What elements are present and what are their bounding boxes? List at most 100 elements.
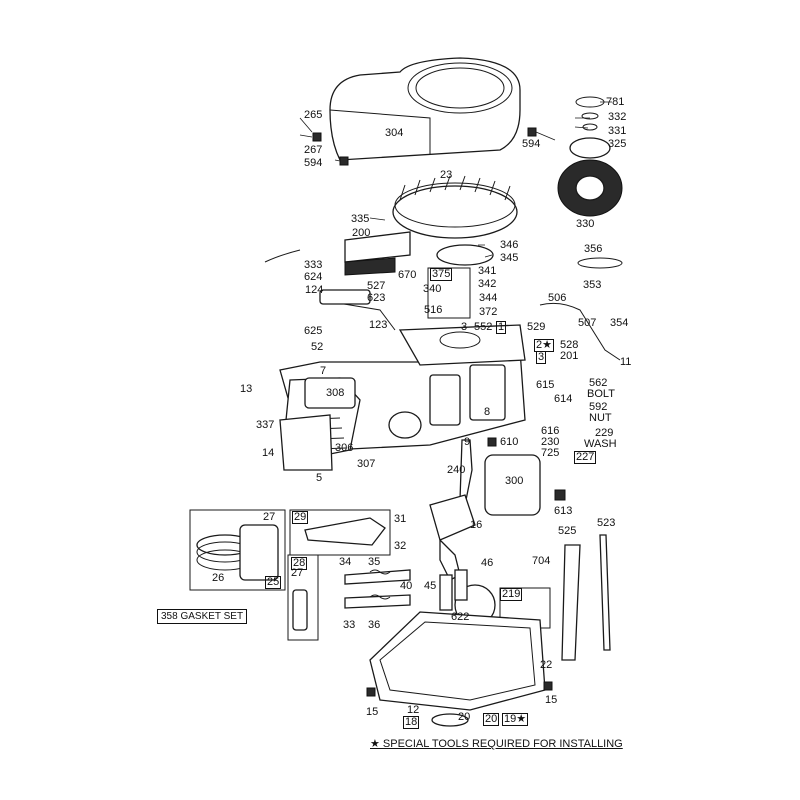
part-label-wash: WASH [584, 438, 617, 450]
part-label-356: 356 [584, 243, 603, 255]
gasket-set-label: 358 GASKET SET [157, 609, 248, 624]
part-label-624: 624 [304, 271, 323, 283]
part-label-3-boxed: 3 [536, 351, 547, 364]
part-label-31: 31 [394, 513, 407, 525]
part-label-23: 23 [440, 169, 453, 181]
part-label-523: 523 [597, 517, 616, 529]
part-label-340: 340 [423, 283, 442, 295]
part-label-19-star: 19★ [502, 713, 529, 726]
part-label-528: 528 [560, 339, 579, 351]
special-tools-footnote: ★ SPECIAL TOOLS REQUIRED FOR INSTALLING [370, 738, 623, 750]
part-label-20-mid: 20 [458, 711, 471, 723]
armature-200 [264, 231, 411, 276]
part-label-781: 781 [606, 96, 625, 108]
part-label-307: 307 [357, 458, 376, 470]
part-label-330: 330 [576, 218, 595, 230]
screw-613 [554, 489, 566, 501]
part-label-332: 332 [608, 111, 627, 123]
part-label-15-right: 15 [545, 694, 558, 706]
part-label-14: 14 [262, 447, 275, 459]
tappet-45 [439, 574, 453, 611]
part-label-623: 623 [367, 292, 386, 304]
valve-33 [344, 594, 411, 609]
part-label-25: 25 [265, 576, 282, 589]
part-label-267: 267 [304, 144, 323, 156]
part-label-29: 29 [292, 511, 309, 524]
crankshaft-16 [429, 439, 476, 581]
part-label-704: 704 [532, 555, 551, 567]
part-label-13: 13 [240, 383, 253, 395]
part-label-22: 22 [540, 659, 553, 671]
part-label-308: 308 [326, 387, 345, 399]
part-label-7: 7 [320, 365, 327, 377]
rotating-screen-330 [557, 96, 623, 217]
washer-345 [436, 244, 494, 266]
part-label-11: 11 [620, 356, 632, 368]
governor-link-529 [539, 302, 621, 361]
part-label-335: 335 [351, 213, 370, 225]
part-label-34: 34 [339, 556, 352, 568]
wrist-pin-box [287, 554, 319, 641]
muffler-308 [304, 377, 356, 409]
part-label-562: 562 [589, 377, 608, 389]
part-label-592: 592 [589, 401, 608, 413]
wrist-pin-27 [292, 589, 308, 631]
screw-610 [487, 437, 497, 447]
part-label-614: 614 [554, 393, 573, 405]
part-label-552: 552 [474, 321, 493, 333]
part-label-527: 527 [367, 280, 386, 292]
part-label-32: 32 [394, 540, 407, 552]
dipstick-tube-525 [561, 544, 581, 661]
piston-rings-26 [189, 509, 286, 591]
drain-plug-15-right [543, 681, 553, 691]
part-label-337: 337 [256, 419, 275, 431]
part-label-45: 45 [424, 580, 437, 592]
part-label-240: 240 [447, 464, 466, 476]
part-label-354: 354 [610, 317, 629, 329]
part-label-353: 353 [583, 279, 602, 291]
dipstick-523 [599, 534, 611, 651]
valve-34 [344, 569, 411, 585]
tappet-40 [454, 569, 468, 601]
part-label-5: 5 [316, 472, 323, 484]
part-label-529: 529 [527, 321, 546, 333]
part-label-219: 219 [500, 588, 523, 601]
part-label-123: 123 [369, 319, 388, 331]
part-label-200: 200 [352, 227, 371, 239]
part-label-52: 52 [311, 341, 324, 353]
part-label-516: 516 [424, 304, 443, 316]
part-label-20-boxed: 20 [483, 713, 500, 726]
part-label-40: 40 [400, 580, 413, 592]
part-label-8: 8 [484, 406, 491, 418]
part-label-594-left: 594 [304, 157, 323, 169]
part-label-bolt: BOLT [587, 388, 615, 400]
part-label-333: 333 [304, 259, 323, 271]
part-label-344: 344 [479, 292, 498, 304]
part-label-615: 615 [536, 379, 555, 391]
part-label-124: 124 [305, 284, 324, 296]
retainer-356 [577, 257, 623, 269]
part-label-26: 26 [212, 572, 225, 584]
part-label-229: 229 [595, 427, 614, 439]
oil-sump-12 [369, 611, 546, 727]
drain-plug-15-left [366, 687, 376, 697]
part-label-15-left: 15 [366, 706, 379, 718]
part-label-230: 230 [541, 436, 560, 448]
part-label-616: 616 [541, 425, 560, 437]
part-label-325: 325 [608, 138, 627, 150]
part-label-227: 227 [574, 451, 597, 464]
screw-267 [312, 132, 322, 142]
part-label-36: 36 [368, 619, 381, 631]
breaker-cover-300 [484, 454, 541, 516]
part-label-16: 16 [470, 519, 483, 531]
part-label-12: 12 [407, 704, 420, 716]
part-label-622: 622 [451, 611, 470, 623]
part-label-304: 304 [385, 127, 404, 139]
conn-rod-box [289, 509, 391, 556]
part-label-265: 265 [304, 109, 323, 121]
flywheel-23 [392, 175, 518, 239]
part-label-506: 506 [548, 292, 567, 304]
part-label-342: 342 [478, 278, 497, 290]
